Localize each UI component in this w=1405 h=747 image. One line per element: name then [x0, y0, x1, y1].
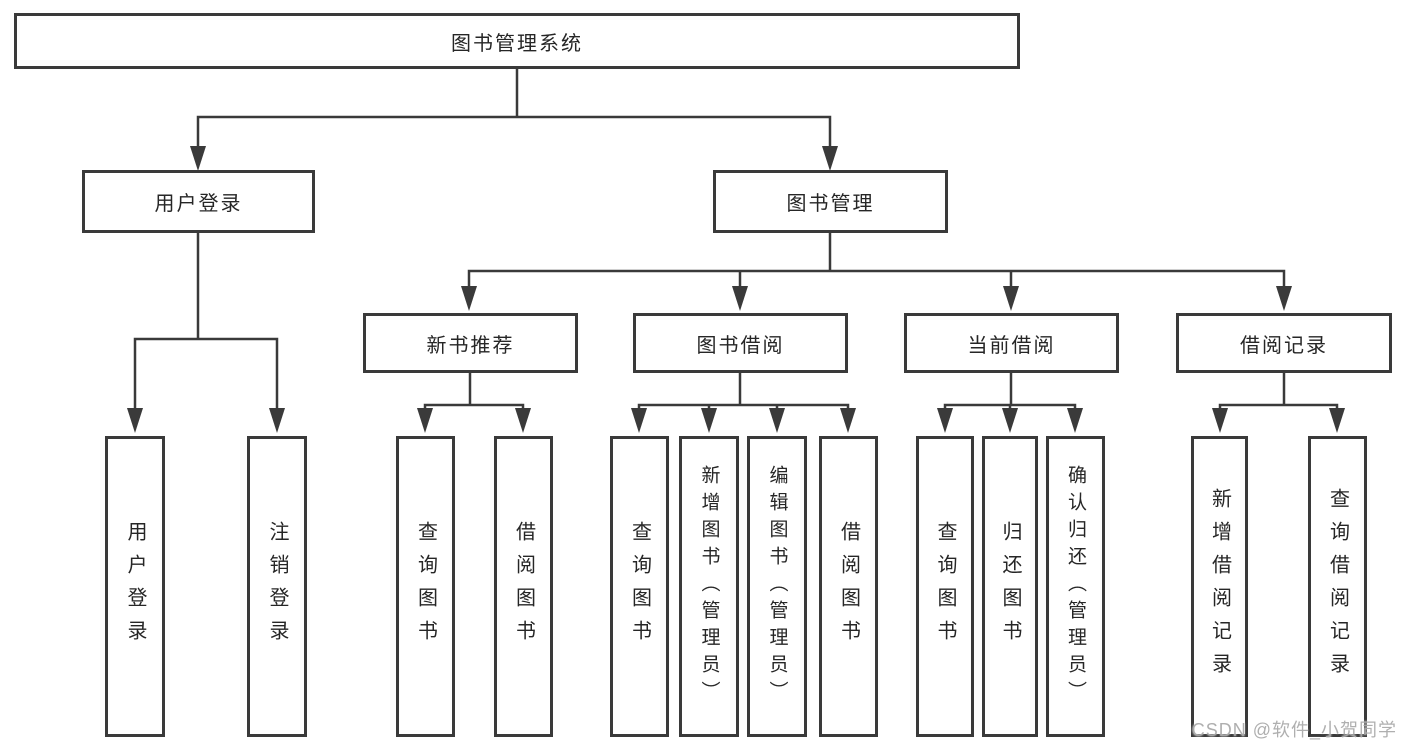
node-label: 用户登录: [154, 193, 243, 215]
leaf-query-books-current: 查询图书: [916, 436, 974, 737]
node-label: 借阅图书: [512, 520, 535, 653]
leaf-query-borrow-record: 查询借阅记录: [1308, 436, 1367, 737]
node-label: 查询图书: [934, 520, 956, 653]
node-label: 新增借阅记录: [1208, 487, 1231, 686]
node-book-management: 图书管理: [713, 170, 948, 233]
leaf-logout: 注销登录: [247, 436, 307, 737]
node-label: 图书管理: [786, 193, 875, 215]
leaf-edit-books-admin: 编辑图书（管理员）: [747, 436, 807, 737]
leaf-borrow-books-recommend: 借阅图书: [494, 436, 553, 737]
node-user-login: 用户登录: [82, 170, 315, 233]
node-label: 新增图书（管理员）: [698, 465, 720, 708]
node-label: 注销登录: [266, 520, 288, 653]
node-label: 查询图书: [414, 520, 437, 653]
node-label: 编辑图书（管理员）: [766, 465, 788, 708]
leaf-query-books-recommend: 查询图书: [396, 436, 455, 737]
leaf-return-books: 归还图书: [982, 436, 1038, 737]
node-label: 图书借阅: [696, 334, 785, 357]
node-label: 借阅记录: [1240, 334, 1328, 357]
node-label: 借阅图书: [837, 520, 860, 653]
leaf-borrow-books: 借阅图书: [819, 436, 878, 737]
node-book-borrow: 图书借阅: [633, 313, 848, 373]
leaf-user-login: 用户登录: [105, 436, 165, 737]
node-label: 查询借阅记录: [1326, 487, 1349, 686]
leaf-confirm-return-admin: 确认归还（管理员）: [1046, 436, 1105, 737]
csdn-watermark: CSDN @软件_小贺同学: [1191, 720, 1397, 740]
node-label: 确认归还（管理员）: [1065, 465, 1086, 708]
node-new-book-recommend: 新书推荐: [363, 313, 578, 373]
leaf-add-borrow-record: 新增借阅记录: [1191, 436, 1248, 737]
node-label: 新书推荐: [426, 334, 515, 357]
node-label: 用户登录: [124, 520, 146, 653]
node-label: 查询图书: [628, 520, 651, 653]
node-label: 归还图书: [999, 520, 1021, 653]
node-label: 当前借阅: [967, 334, 1056, 357]
leaf-query-books-borrow: 查询图书: [610, 436, 669, 737]
leaf-add-books-admin: 新增图书（管理员）: [679, 436, 739, 737]
node-borrow-records: 借阅记录: [1176, 313, 1392, 373]
node-label: 图书管理系统: [451, 32, 583, 55]
node-current-borrow: 当前借阅: [904, 313, 1119, 373]
node-root-system: 图书管理系统: [14, 13, 1020, 69]
